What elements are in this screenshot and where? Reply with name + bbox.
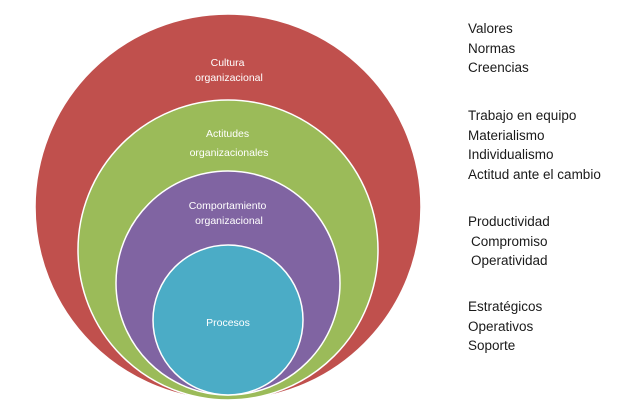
group-item: Actitud ante el cambio (468, 166, 601, 182)
group-item: Soporte (468, 338, 516, 353)
circle-procesos (152, 244, 304, 396)
label-actitudes: Actitudes organizacionales (190, 128, 269, 159)
group-item: Valores (468, 21, 513, 36)
label-cultura-line-2: organizacional (195, 72, 263, 84)
group-item: Trabajo en equipo (468, 108, 577, 123)
group-comportamiento-items: Productividad Compromiso Operatividad (468, 212, 550, 271)
group-item: Creencias (468, 60, 529, 75)
group-item: Normas (468, 40, 516, 56)
group-item: Compromiso (471, 233, 548, 249)
group-procesos-items: Estratégicos Operativos Soporte (468, 297, 542, 356)
label-procesos: Procesos (206, 317, 250, 329)
label-procesos-line-1: Procesos (206, 317, 250, 329)
label-cultura-line-1: Cultura (211, 57, 245, 69)
label-comportamiento-line-2: organizacional (195, 215, 263, 227)
label-comportamiento-line-1: Comportamiento (189, 200, 267, 212)
group-item: Materialismo (468, 127, 545, 143)
group-item: Individualismo (468, 147, 554, 162)
group-item: Productividad (468, 214, 550, 229)
group-cultura-items: Valores Normas Creencias (468, 19, 529, 78)
label-actitudes-line-2: organizacionales (190, 147, 269, 159)
group-actitudes-items: Trabajo en equipo Materialismo Individua… (468, 106, 601, 184)
group-item: Operativos (468, 318, 534, 334)
group-item: Operatividad (471, 253, 548, 268)
nested-circles-diagram: Cultura organizacional Actitudes organiz… (34, 13, 422, 401)
group-item: Estratégicos (468, 299, 543, 314)
label-cultura: Cultura organizacional (195, 57, 263, 84)
label-comportamiento: Comportamiento organizacional (189, 200, 270, 227)
label-actitudes-line-1: Actitudes (206, 128, 249, 140)
